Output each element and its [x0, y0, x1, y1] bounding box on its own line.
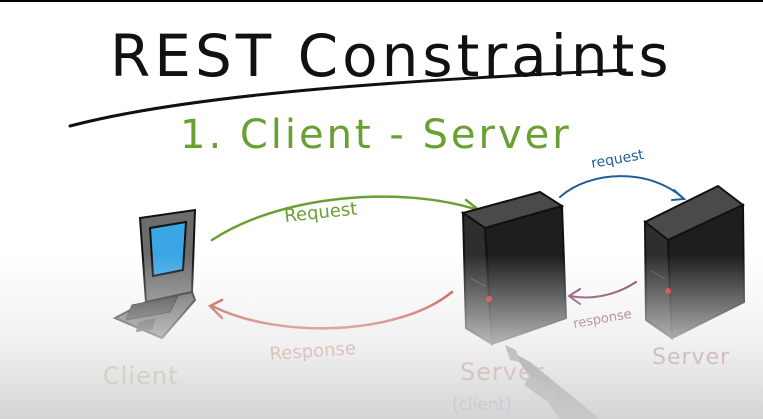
top-bar [0, 0, 763, 2]
client-label: Client [103, 362, 178, 390]
server-icon [643, 184, 746, 340]
response-arrow [210, 290, 454, 330]
title-underline [68, 68, 627, 128]
right-server-label: Server [652, 345, 730, 370]
small-response-label: response [572, 307, 633, 332]
laptop-icon [112, 208, 197, 340]
constraint-heading: 1. Client - Server [180, 112, 572, 158]
small-request-label: request [590, 147, 646, 172]
small-request-arrow [559, 175, 684, 199]
small-request-arrowhead [671, 189, 687, 201]
request-arrow [210, 195, 480, 242]
response-label: Response [269, 338, 357, 365]
request-label: Request [283, 198, 358, 227]
diagram-title: REST Constraints [110, 22, 673, 90]
middle-server-note: (client) [452, 395, 512, 415]
server-icon [460, 190, 568, 346]
